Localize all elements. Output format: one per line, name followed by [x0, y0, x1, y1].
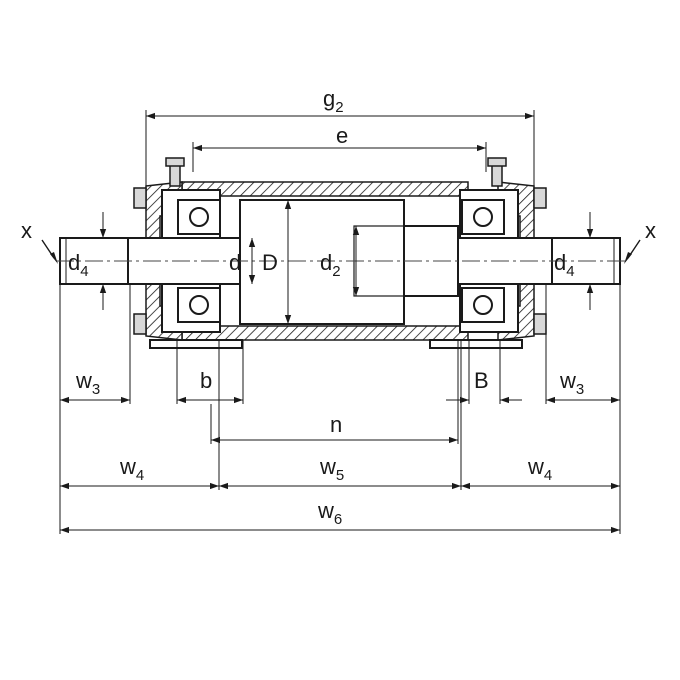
x-marker-right: x: [624, 218, 656, 264]
svg-text:w4: w4: [119, 454, 144, 484]
dim-w3-left: w3: [60, 368, 130, 404]
label-b: b: [200, 368, 212, 393]
dim-w5: w5: [219, 454, 461, 490]
label-w3-left: w: [75, 368, 92, 393]
dim-b: b: [177, 368, 243, 404]
label-d: d: [229, 250, 241, 275]
dim-g2: g2: [145, 86, 535, 186]
right-bearing: [461, 199, 505, 323]
label-w4-right: w: [527, 454, 544, 479]
dim-d4-right: d4: [554, 212, 594, 310]
dim-w3-right: w3: [546, 368, 620, 404]
label-d2: d: [320, 250, 332, 275]
left-bearing: [177, 199, 221, 323]
svg-text:d4: d4: [68, 250, 89, 280]
label-D: D: [262, 250, 278, 275]
svg-text:x: x: [21, 218, 32, 243]
dim-e: e: [192, 123, 487, 172]
label-w4-left: w: [119, 454, 136, 479]
bolts: [133, 157, 547, 335]
svg-text:d2: d2: [320, 250, 341, 280]
label-w6: w: [317, 498, 334, 523]
dim-w4-left: w4: [60, 454, 219, 490]
svg-text:w5: w5: [319, 454, 344, 484]
label-w5: w: [319, 454, 336, 479]
dim-n: n: [211, 412, 458, 444]
label-d4-left: d: [68, 250, 80, 275]
label-B: B: [474, 368, 489, 393]
dim-d2: d2: [320, 226, 360, 296]
label-e: e: [336, 123, 348, 148]
svg-text:w3: w3: [75, 368, 100, 398]
dim-d4-left: d4: [68, 212, 107, 310]
svg-text:w4: w4: [527, 454, 552, 484]
extension-lines: [59, 284, 621, 534]
svg-text:x: x: [645, 218, 656, 243]
dim-D: D: [262, 200, 292, 324]
svg-text:w3: w3: [559, 368, 584, 398]
label-d4-right: d: [554, 250, 566, 275]
main-shaft: [127, 199, 553, 325]
dim-w4-right: w4: [461, 454, 620, 490]
dim-B: B: [446, 368, 522, 404]
x-marker-left: x: [21, 218, 58, 264]
label-n: n: [330, 412, 342, 437]
svg-text:w6: w6: [317, 498, 342, 528]
svg-text:g2: g2: [323, 86, 344, 116]
lower-feet: [149, 339, 523, 349]
dim-w6: w6: [60, 498, 620, 534]
label-g2: g: [323, 86, 335, 111]
svg-text:d4: d4: [554, 250, 575, 280]
label-w3-right: w: [559, 368, 576, 393]
dim-d: d: [229, 238, 256, 284]
